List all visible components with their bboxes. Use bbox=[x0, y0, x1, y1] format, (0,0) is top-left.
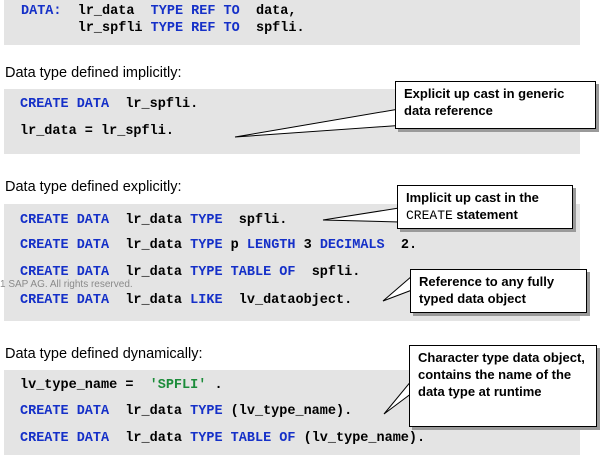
section-heading-dynamic: Data type defined dynamically: bbox=[5, 346, 203, 362]
code-line: lv_type_name = 'SPFLI' . bbox=[20, 378, 223, 393]
section-heading-explicit: Data type defined explicitly: bbox=[5, 179, 182, 195]
callout-fully-typed-reference: Reference to any fully typed data object bbox=[410, 269, 587, 313]
copyright-watermark: 1 SAP AG. All rights reserved. bbox=[0, 279, 133, 290]
section-heading-implicit: Data type defined implicitly: bbox=[5, 65, 182, 81]
code-line: CREATE DATA lr_data LIKE lv_dataobject. bbox=[20, 293, 353, 308]
code-line: CREATE DATA lr_data TYPE (lv_type_name). bbox=[20, 404, 353, 419]
code-line: DATA: lr_data TYPE REF TO data, bbox=[21, 4, 297, 19]
code-line: lr_spfli TYPE REF TO spfli. bbox=[77, 21, 305, 36]
code-line: CREATE DATA lr_data TYPE TABLE OF spfli. bbox=[20, 265, 361, 280]
callout-pointer-fully-typed bbox=[382, 274, 413, 302]
code-line: CREATE DATA lr_spfli. bbox=[20, 97, 199, 112]
code-line: CREATE DATA lr_data TYPE p LENGTH 3 DECI… bbox=[20, 238, 418, 253]
callout-pointer-up-cast bbox=[322, 207, 400, 223]
callout-pointer-implicit bbox=[234, 107, 422, 138]
code-line: lr_data = lr_spfli. bbox=[20, 124, 174, 139]
callout-pointer-dynamic bbox=[383, 378, 413, 415]
declaration-code-box bbox=[4, 0, 580, 45]
callout-character-type: Character type data object, contains the… bbox=[409, 345, 597, 427]
code-line: CREATE DATA lr_data TYPE TABLE OF (lv_ty… bbox=[20, 431, 426, 446]
code-line: CREATE DATA lr_data TYPE spfli. bbox=[20, 213, 288, 228]
callout-explicit-up-cast: Explicit up cast in generic data referen… bbox=[395, 81, 596, 129]
